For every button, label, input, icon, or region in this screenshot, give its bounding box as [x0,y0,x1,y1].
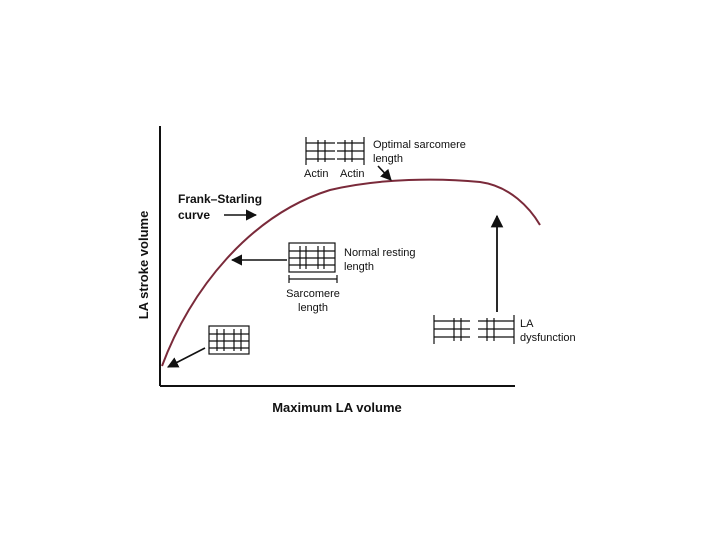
actin-right-label: Actin [340,168,364,180]
dysfunction-label-line-1: LA [520,318,534,330]
curve-label-line-1: Frank–Starling [178,192,262,206]
optimal-arrow [377,165,392,181]
sarcomere-length-bracket [288,275,338,283]
frank-starling-curve [161,178,541,367]
normal-label-line-1: Normal resting [344,247,416,259]
curve-label-line-2: curve [178,208,210,222]
optimal-label-line-2: length [373,153,403,165]
actin-left-label: Actin [304,168,328,180]
short-arrow [167,347,206,368]
dysfunction-label-line-2: dysfunction [520,332,576,344]
optimal-label-line-1: Optimal sarcomere [373,139,466,151]
normal-label-line-2: length [344,261,374,273]
sarcomere-normal-icon [288,242,336,273]
sarcomere-overstretched-icon [433,315,515,344]
y-axis-label: LA stroke volume [136,211,151,320]
sarcomere-short-icon [208,325,250,355]
sarcomere-label-line-1: Sarcomere [286,288,340,300]
sarcomere-optimal-icon [305,137,365,165]
x-axis-label: Maximum LA volume [272,400,402,415]
sarcomere-label-line-2: length [298,302,328,314]
